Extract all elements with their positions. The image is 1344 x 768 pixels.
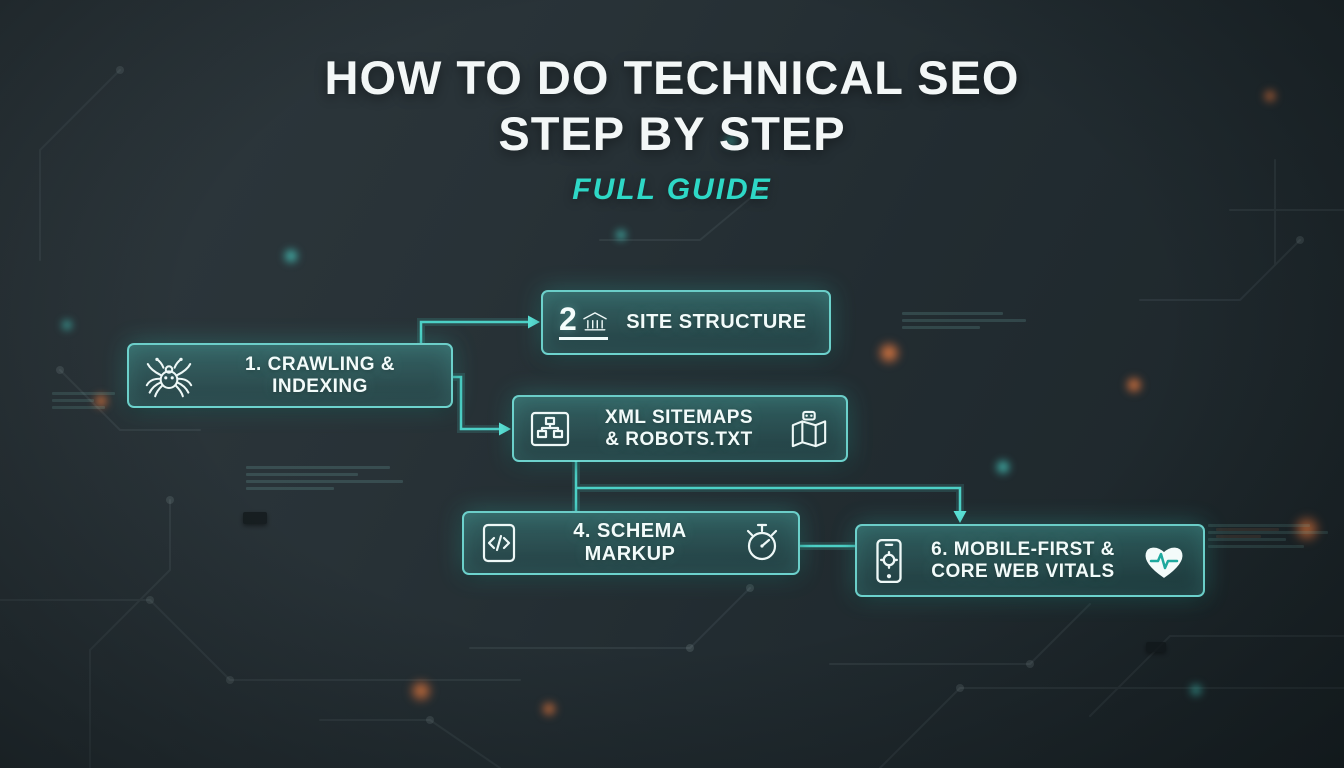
- node-mobile-label: 6. MOBILE-FIRST & CORE WEB VITALS: [917, 539, 1129, 583]
- node-mobile-label-line1: 6. MOBILE-FIRST &: [931, 538, 1115, 560]
- heart-pulse-icon: [1141, 541, 1187, 581]
- subtitle: FULL GUIDE: [572, 172, 772, 206]
- stopwatch-icon: [742, 522, 782, 564]
- node-crawling-label-line1: 1. CRAWLING &: [244, 353, 396, 375]
- smartphone-icon: [873, 538, 905, 584]
- node-xml-sitemaps-robots: XML SITEMAPS & ROBOTS.TXT: [512, 395, 848, 462]
- title-block: HOW TO DO TECHNICAL SEO STEP BY STEP FUL…: [0, 50, 1344, 207]
- step-number: 2: [559, 301, 577, 338]
- node-schema-label-text: 4. SCHEMA MARKUP: [573, 520, 687, 565]
- chip-decor: [243, 512, 267, 524]
- node-schema-label: 4. SCHEMA MARKUP: [530, 520, 730, 566]
- robot-map-icon: [788, 410, 830, 448]
- node-sitemaps-label: XML SITEMAPS & ROBOTS.TXT: [582, 407, 776, 451]
- code-decor: [52, 388, 122, 413]
- spider-icon: [145, 354, 193, 398]
- node-schema-markup: 4. SCHEMA MARKUP: [462, 511, 800, 575]
- title-line-2: STEP BY STEP: [498, 107, 846, 161]
- node-crawling-label-line2: INDEXING: [272, 375, 368, 397]
- node-crawling-indexing: 1. CRAWLING & INDEXING: [127, 343, 453, 408]
- code-document-icon: [480, 523, 518, 563]
- bank-columns-icon: [582, 310, 608, 334]
- node-crawling-label: 1. CRAWLING & INDEXING: [205, 354, 435, 398]
- code-decor: [902, 308, 1032, 333]
- node-structure-label-text: SITE STRUCTURE: [626, 311, 807, 333]
- code-decor: [1216, 524, 1306, 542]
- xml-sitemap-icon: [530, 411, 570, 447]
- chip-decor: [1146, 642, 1166, 652]
- code-decor: [246, 462, 406, 494]
- node-sitemaps-label-line1: XML SITEMAPS: [604, 406, 754, 428]
- node-mobile-label-line2: CORE WEB VITALS: [931, 560, 1115, 582]
- step-number-badge: 2: [559, 301, 608, 340]
- node-mobile-first-core-web-vitals: 6. MOBILE-FIRST & CORE WEB VITALS: [855, 524, 1205, 597]
- node-site-structure: 2 SITE STRUCTURE: [541, 290, 831, 355]
- node-structure-label: SITE STRUCTURE: [620, 311, 813, 334]
- page-title: HOW TO DO TECHNICAL SEO STEP BY STEP: [0, 50, 1344, 163]
- title-line-1: HOW TO DO TECHNICAL SEO: [324, 51, 1020, 104]
- node-sitemaps-label-line2: & ROBOTS.TXT: [605, 428, 753, 450]
